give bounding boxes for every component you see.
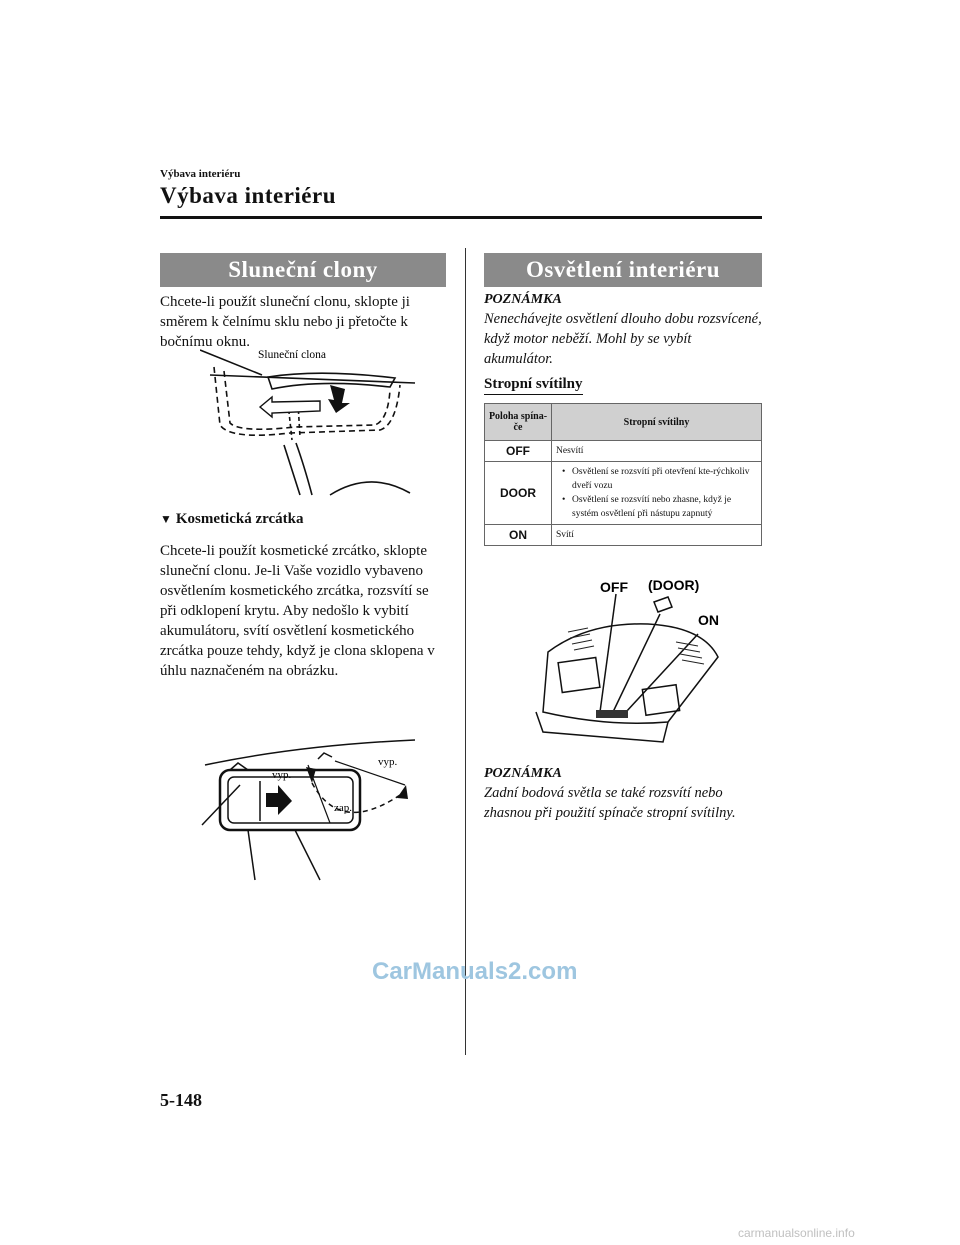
switch-door-icon: DOOR <box>484 461 552 525</box>
label-off-2: vyp. <box>378 756 398 768</box>
sun-visor-illustration: Sluneční clona <box>200 349 416 496</box>
note-heading: POZNÁMKA <box>484 292 562 307</box>
section-title-sun-visors: Sluneční clony <box>160 253 446 287</box>
label-on: zap. <box>334 802 352 814</box>
subsection-vanity-mirrors: ▼Kosmetická zrcátka <box>160 511 304 528</box>
subsection-title: Kosmetická zrcátka <box>175 511 304 527</box>
table-header-position: Poloha spína-če <box>484 403 552 441</box>
overhead-console-illustration: OFF (DOOR) ON <box>535 577 719 743</box>
footer-watermark: carmanualsonline.info <box>738 1226 855 1240</box>
switch-off-icon: OFF <box>484 440 552 462</box>
page-number: 5-148 <box>160 1090 202 1110</box>
section-title-interior-lighting: Osvětlení interiéru <box>484 253 762 287</box>
table-header-lights: Stropní svítilny <box>551 403 762 441</box>
bullet-item: Osvětlení se rozsvítí nebo zhasne, když … <box>562 493 757 521</box>
bullet-item: Osvětlení se rozsvítí při otevření kte-r… <box>562 465 757 493</box>
chapter-title: Výbava interiéru <box>160 183 337 208</box>
row-desc: Nesvítí <box>551 440 762 462</box>
figure1-label: Sluneční clona <box>258 349 326 361</box>
label-off: OFF <box>600 579 628 595</box>
vanity-mirror-illustration: vyp. vyp. zap. <box>201 739 416 881</box>
table-row: ON Svítí <box>484 524 762 546</box>
table-row: OFF Nesvítí <box>484 440 762 462</box>
row-desc: Svítí <box>551 524 762 546</box>
switch-on-icon: ON <box>484 524 552 546</box>
switch-position-table: Poloha spína-če Stropní svítilny OFF Nes… <box>484 403 762 546</box>
triangle-marker-icon: ▼ <box>160 512 172 526</box>
row-desc: Osvětlení se rozsvítí při otevření kte-r… <box>551 461 762 525</box>
column-divider <box>465 248 466 1055</box>
label-off-1: vyp. <box>272 769 292 781</box>
label-on: ON <box>698 612 719 628</box>
subsection-overhead-lights: Stropní svítilny <box>484 376 583 395</box>
note-text: Nenechávejte osvětlení dlouho dobu rozsv… <box>484 311 762 367</box>
vanity-mirror-text: Chcete-li použít kosmetické zrcátko, skl… <box>160 543 435 679</box>
table-row: DOOR Osvětlení se rozsvítí při otevření … <box>484 461 762 525</box>
watermark-logo: CarManuals2.com <box>372 958 578 985</box>
header-rule <box>160 216 762 219</box>
breadcrumb: Výbava interiéru <box>160 168 241 180</box>
sun-visor-intro: Chcete-li použít sluneční clonu, sklopte… <box>160 294 410 350</box>
label-door: (DOOR) <box>648 577 699 593</box>
note-text: Zadní bodová světla se také rozsvítí neb… <box>484 785 736 821</box>
note-heading: POZNÁMKA <box>484 766 562 781</box>
